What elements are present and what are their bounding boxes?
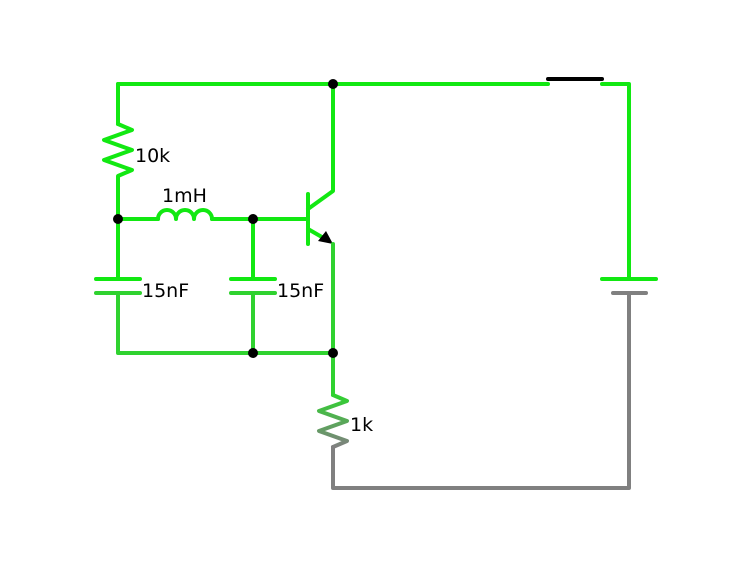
junction-node-bottom-mid: [248, 348, 258, 358]
transistor-collector: [306, 82, 335, 211]
resistor-1k[interactable]: [317, 393, 349, 449]
junction-node-top: [328, 79, 338, 89]
resistor-1k-label: 1k: [350, 414, 373, 436]
ground-return-wire: [331, 291, 631, 490]
capacitor-mid-15nf[interactable]: [229, 277, 277, 295]
left-cap-bottom-wire: [116, 291, 335, 355]
transistor-emitter-arrow: [318, 231, 333, 244]
resistor-10k-zigzag: [102, 122, 134, 221]
capacitor-left-15nf[interactable]: [94, 277, 142, 295]
inductor-coils: [156, 208, 214, 221]
battery[interactable]: [600, 277, 658, 295]
inductor-1mh[interactable]: [156, 208, 214, 221]
capacitor-left-label: 15nF: [142, 280, 189, 302]
inductor-1mh-label: 1mH: [162, 185, 207, 207]
resistor-10k-label: 10k: [135, 145, 170, 167]
junction-node-left: [113, 214, 123, 224]
junction-node-mid: [248, 214, 258, 224]
top-right-wire: [600, 82, 631, 281]
npn-transistor[interactable]: [306, 82, 335, 246]
resistor-1k-zigzag: [317, 393, 349, 449]
resistor-10k[interactable]: [102, 122, 134, 221]
capacitor-mid-label: 15nF: [277, 280, 324, 302]
junction-node-bottom-right: [328, 348, 338, 358]
